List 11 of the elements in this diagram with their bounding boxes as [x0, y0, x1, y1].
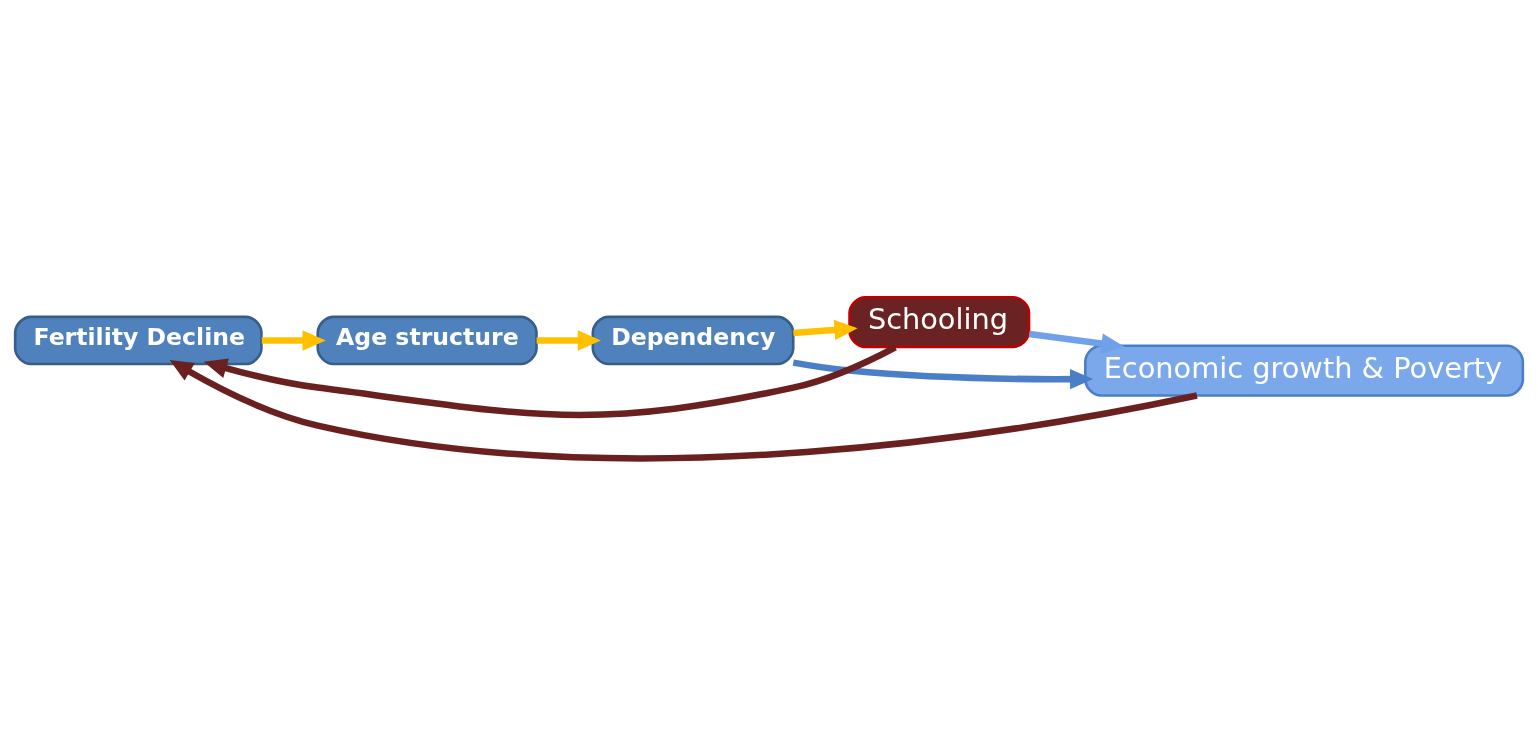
node-box: Schooling — [848, 295, 1031, 348]
node-box: Economic growth & Poverty — [1084, 343, 1525, 397]
arrow — [261, 329, 326, 351]
arrow — [793, 319, 858, 340]
arrow — [1028, 330, 1125, 354]
arrow — [792, 358, 1094, 389]
node-box: Fertility Decline — [13, 315, 263, 365]
node-box: Dependency — [591, 315, 795, 365]
arrow — [203, 343, 897, 418]
arrow — [536, 329, 601, 351]
node-box: Age structure — [316, 315, 538, 365]
